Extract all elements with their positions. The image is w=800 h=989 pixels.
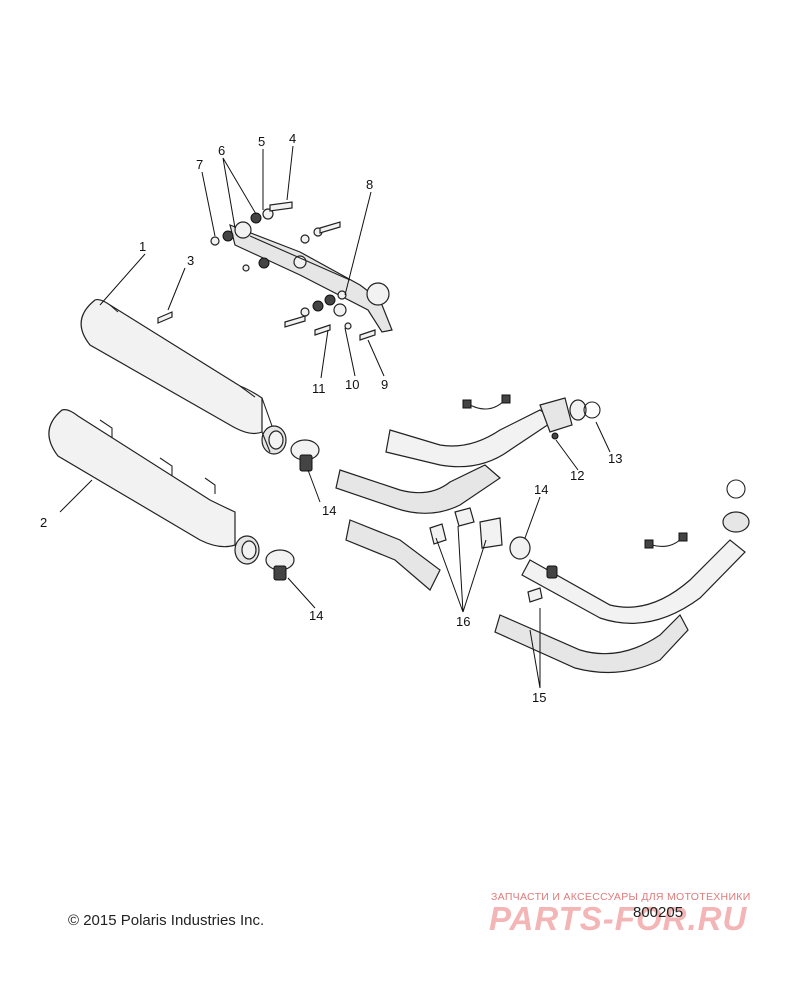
header-pipe-front (494, 479, 750, 674)
header-pipe-rear (335, 397, 601, 591)
callout-15: 15 (532, 690, 546, 705)
watermark-tagline: ЗАПЧАСТИ И АКСЕССУАРЫ ДЛЯ МОТОТЕХНИКИ (491, 891, 751, 903)
callout-10: 10 (345, 377, 359, 392)
callout-labels: 1 2 3 4 5 6 7 8 9 10 11 12 13 14 14 14 1… (40, 131, 622, 705)
callout-11: 11 (312, 381, 326, 396)
callout-1: 1 (139, 239, 146, 254)
callout-13: 13 (608, 451, 622, 466)
o2-sensor-front (644, 532, 688, 549)
copyright-text: © 2015 Polaris Industries Inc. (68, 912, 265, 929)
mounting-bracket (229, 221, 393, 333)
muffler-lower (48, 409, 260, 565)
watermark-brand: PARTS-FOR.RU (489, 900, 748, 937)
leader-lines (59, 145, 611, 689)
callout-6: 6 (218, 143, 225, 158)
callout-14-upper: 14 (322, 503, 336, 518)
clamp-upper (290, 439, 320, 472)
callout-4: 4 (289, 131, 296, 146)
callout-2: 2 (40, 515, 47, 530)
callout-16: 16 (456, 614, 470, 629)
callout-5: 5 (258, 134, 265, 149)
callout-14-middle: 14 (534, 482, 548, 497)
callout-12: 12 (570, 468, 584, 483)
callout-14-lower: 14 (309, 608, 323, 623)
callout-7: 7 (196, 157, 203, 172)
muffler-upper (80, 298, 287, 455)
callout-3: 3 (187, 253, 194, 268)
callout-9: 9 (381, 377, 388, 392)
callout-8: 8 (366, 177, 373, 192)
o2-sensor-rear (462, 394, 511, 410)
clamp-middle (509, 536, 531, 560)
clamp-lower (265, 549, 295, 581)
gaskets (429, 507, 503, 549)
bracket-hardware (157, 201, 376, 341)
diagram-number: 800205 (633, 904, 684, 921)
